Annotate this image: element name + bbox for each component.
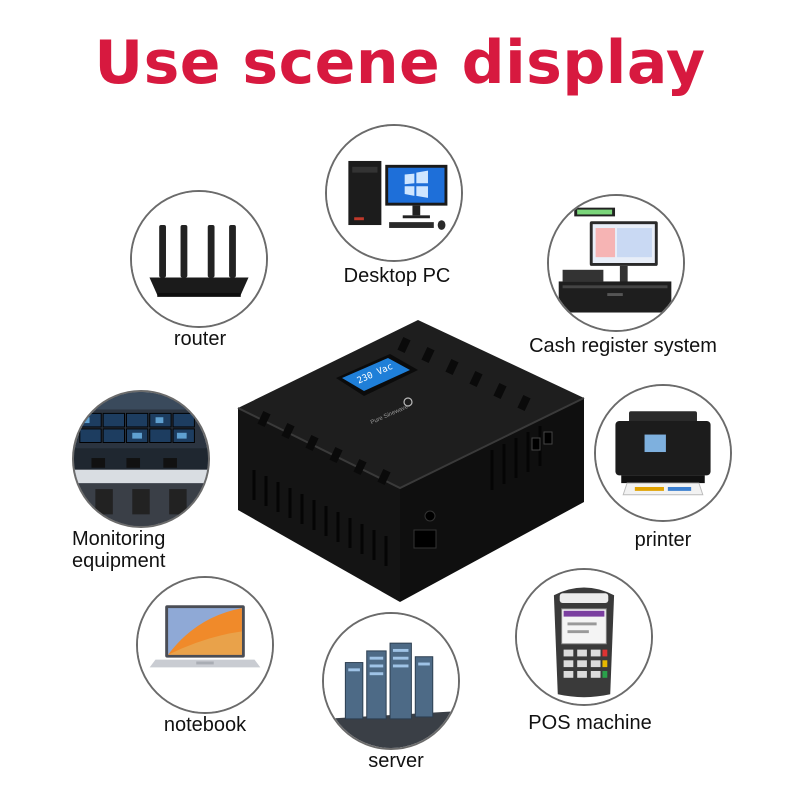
server-icon [324, 614, 458, 748]
router-icon [132, 192, 266, 326]
scene-label-cash-register: Cash register system [529, 335, 717, 357]
desktop-pc-icon [327, 126, 461, 260]
scene-label-server: server [368, 750, 424, 772]
monitoring-icon [74, 392, 208, 526]
scene-label-router: router [173, 328, 227, 350]
scene-notebook [136, 576, 274, 714]
page-title: Use scene display [94, 28, 706, 98]
scene-label-pos-machine: POS machine [528, 712, 652, 734]
power-inlet [413, 529, 437, 549]
scene-label-monitoring-line2: equipment [72, 550, 166, 572]
scene-label-monitoring-line1: Monitoring [72, 528, 166, 550]
power-button-icon [403, 397, 413, 407]
laptop-icon [138, 578, 272, 712]
scene-label-printer: printer [634, 529, 692, 551]
scene-desktop-pc [325, 124, 463, 262]
ups-device-illustration: 230 Vac Pure Sinewave [237, 320, 585, 602]
scene-label-notebook: notebook [163, 714, 247, 736]
pos-terminal-icon [517, 570, 651, 704]
scene-label-desktop-pc: Desktop PC [343, 265, 451, 287]
breaker-switch [424, 510, 436, 522]
scene-pos-machine [515, 568, 653, 706]
scene-server [322, 612, 460, 750]
scene-monitoring [72, 390, 210, 528]
scene-label-monitoring: Monitoring equipment [72, 528, 222, 572]
scene-cash-register [547, 194, 685, 332]
ups-device-image: 230 Vac Pure Sinewave [210, 320, 590, 610]
scene-router [130, 190, 268, 328]
cash-register-icon [549, 196, 683, 330]
usb-port [531, 437, 541, 451]
usb-port [543, 431, 553, 445]
scene-printer [594, 384, 732, 522]
printer-icon [596, 386, 730, 520]
